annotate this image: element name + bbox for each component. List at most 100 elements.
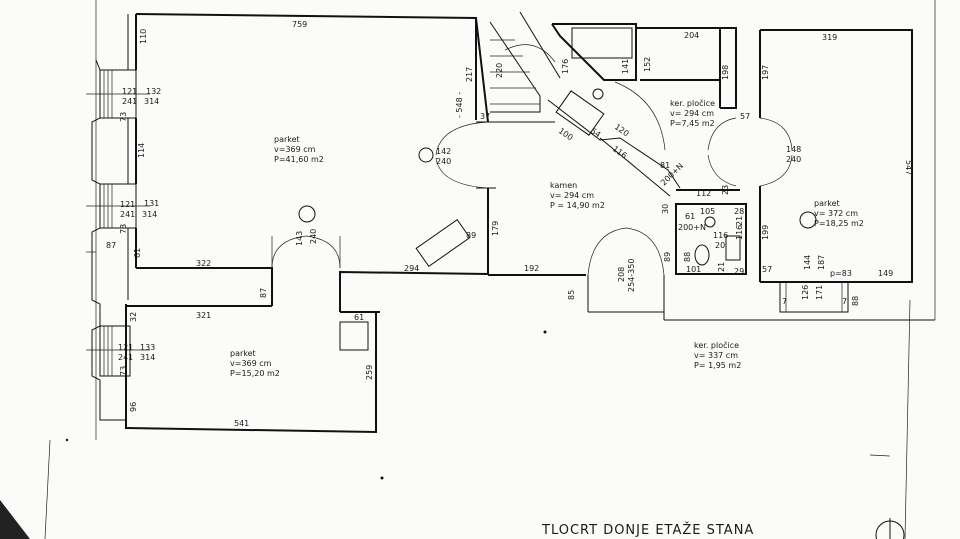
svg-text:ker. pločice: ker. pločice: [670, 98, 715, 108]
left-margin-line: [44, 439, 51, 539]
dim-132: 132: [146, 87, 161, 96]
dim-197: 197: [761, 65, 770, 80]
hall-walls: [488, 121, 665, 320]
wc-room: [675, 189, 747, 275]
dim-87b: 87: [259, 288, 268, 298]
dim-152: 152: [643, 57, 652, 72]
dim-198: 198: [721, 65, 730, 80]
dim-148: 148: [786, 145, 801, 154]
dim-200n2: 200+N: [678, 223, 706, 232]
dim-96: 96: [129, 402, 138, 412]
dim-28: 28: [734, 207, 744, 216]
dim-321: 321: [196, 311, 211, 320]
dim-126: 126: [801, 285, 810, 300]
dim-176: 176: [561, 59, 570, 74]
dim-171: 171: [815, 285, 824, 300]
bottom-left-room-walls: [125, 300, 380, 434]
svg-text:parket: parket: [814, 199, 840, 208]
dim-61b: 61: [354, 313, 364, 322]
room-label-hall: kamen v= 294 cm P = 14,90 m2: [550, 181, 605, 210]
dim-319: 319: [822, 33, 837, 42]
dim-100: 100: [557, 126, 575, 142]
dim-116a: 116: [611, 144, 629, 160]
window-3: [86, 325, 150, 377]
dim-192: 192: [524, 264, 539, 273]
toilet-bowl: [694, 244, 710, 266]
dim-208: 208: [617, 267, 626, 282]
staircase: [489, 11, 561, 113]
room-label-living: parket v=369 cm P=41,60 m2: [274, 135, 324, 164]
dim-220: 220: [495, 63, 504, 78]
dim-32: 32: [129, 312, 138, 322]
dim-133: 133: [140, 343, 155, 352]
dim-73: 73: [119, 112, 128, 122]
right-margin-line: [904, 299, 911, 539]
dim-88: 88: [683, 252, 692, 262]
svg-text:v=369 cm: v=369 cm: [274, 145, 316, 154]
dim-54: 54: [589, 126, 603, 139]
window-1: [86, 69, 150, 119]
dim-57a: 57: [740, 112, 750, 121]
dim-114: 114: [137, 143, 146, 158]
dim-29: 29: [734, 267, 744, 276]
svg-text:P= 1,95 m2: P= 1,95 m2: [694, 361, 741, 370]
dim-759: 759: [292, 20, 307, 29]
dim-204: 204: [684, 31, 699, 40]
double-door-hall[interactable]: [418, 121, 496, 189]
wc-light-icon: [704, 216, 716, 228]
dim-73c: 73: [119, 366, 128, 376]
svg-text:v= 294 cm: v= 294 cm: [550, 191, 594, 200]
dim-88b: 88: [851, 296, 860, 306]
dim-30: 30: [661, 204, 670, 214]
dim-131: 131: [144, 199, 159, 208]
svg-text:v= 372 cm: v= 372 cm: [814, 209, 858, 218]
dim-314: 314: [144, 97, 159, 106]
dim-61a: 61: [133, 248, 142, 258]
dim-240a: 240: [309, 229, 318, 244]
toilet-icon: [592, 88, 604, 100]
dim-7a: 7: [782, 297, 787, 306]
double-door-living[interactable]: [271, 205, 341, 269]
dim-548: - 548 -: [455, 92, 464, 118]
dim-61c: 61: [685, 212, 695, 221]
dim-101: 101: [686, 265, 701, 274]
dim-254: 254-350: [627, 259, 636, 292]
dim-322: 322: [196, 259, 211, 268]
chimney-box: [339, 321, 369, 351]
dim-73b: 73: [119, 224, 128, 234]
room-label-right: parket v= 372 cm P=18,25 m2: [814, 199, 864, 228]
svg-text:parket: parket: [230, 349, 256, 358]
dim-547: 547: [904, 160, 913, 175]
dim-112: 112: [696, 189, 711, 198]
dim-87a: 87: [106, 241, 116, 250]
dim-241b: 241: [120, 210, 135, 219]
dim-241: 241: [122, 97, 137, 106]
outer-wall-left: [86, 59, 126, 421]
dim-116b: 116: [735, 225, 744, 240]
svg-text:P=7,45 m2: P=7,45 m2: [670, 119, 715, 128]
dim-199: 199: [761, 225, 770, 240]
washbasin: [555, 90, 605, 136]
dim-149: 149: [878, 269, 893, 278]
dim-142: 142: [436, 147, 451, 156]
dim-85: 85: [567, 290, 576, 300]
dim-7b: 7: [842, 297, 847, 306]
dim-20: 20: [715, 241, 725, 250]
stray-mark: [869, 454, 891, 457]
dim-120: 120: [613, 122, 631, 138]
ceiling-light-icon: [418, 147, 434, 163]
north-arrow-icon: [875, 518, 905, 539]
dot-mark: [380, 476, 384, 480]
dim-89b: 89: [663, 252, 672, 262]
dim-240b: 240: [436, 157, 451, 166]
dim-p83: p=83: [830, 269, 852, 278]
svg-text:P = 14,90 m2: P = 14,90 m2: [550, 201, 605, 210]
dim-105: 105: [700, 207, 715, 216]
svg-text:ker. pločice: ker. pločice: [694, 340, 739, 350]
svg-text:v= 294 cm: v= 294 cm: [670, 109, 714, 118]
dot-mark: [65, 438, 69, 442]
dim-259: 259: [365, 365, 374, 380]
dim-144: 144: [803, 255, 812, 270]
dim-121c: 121: [118, 343, 133, 352]
